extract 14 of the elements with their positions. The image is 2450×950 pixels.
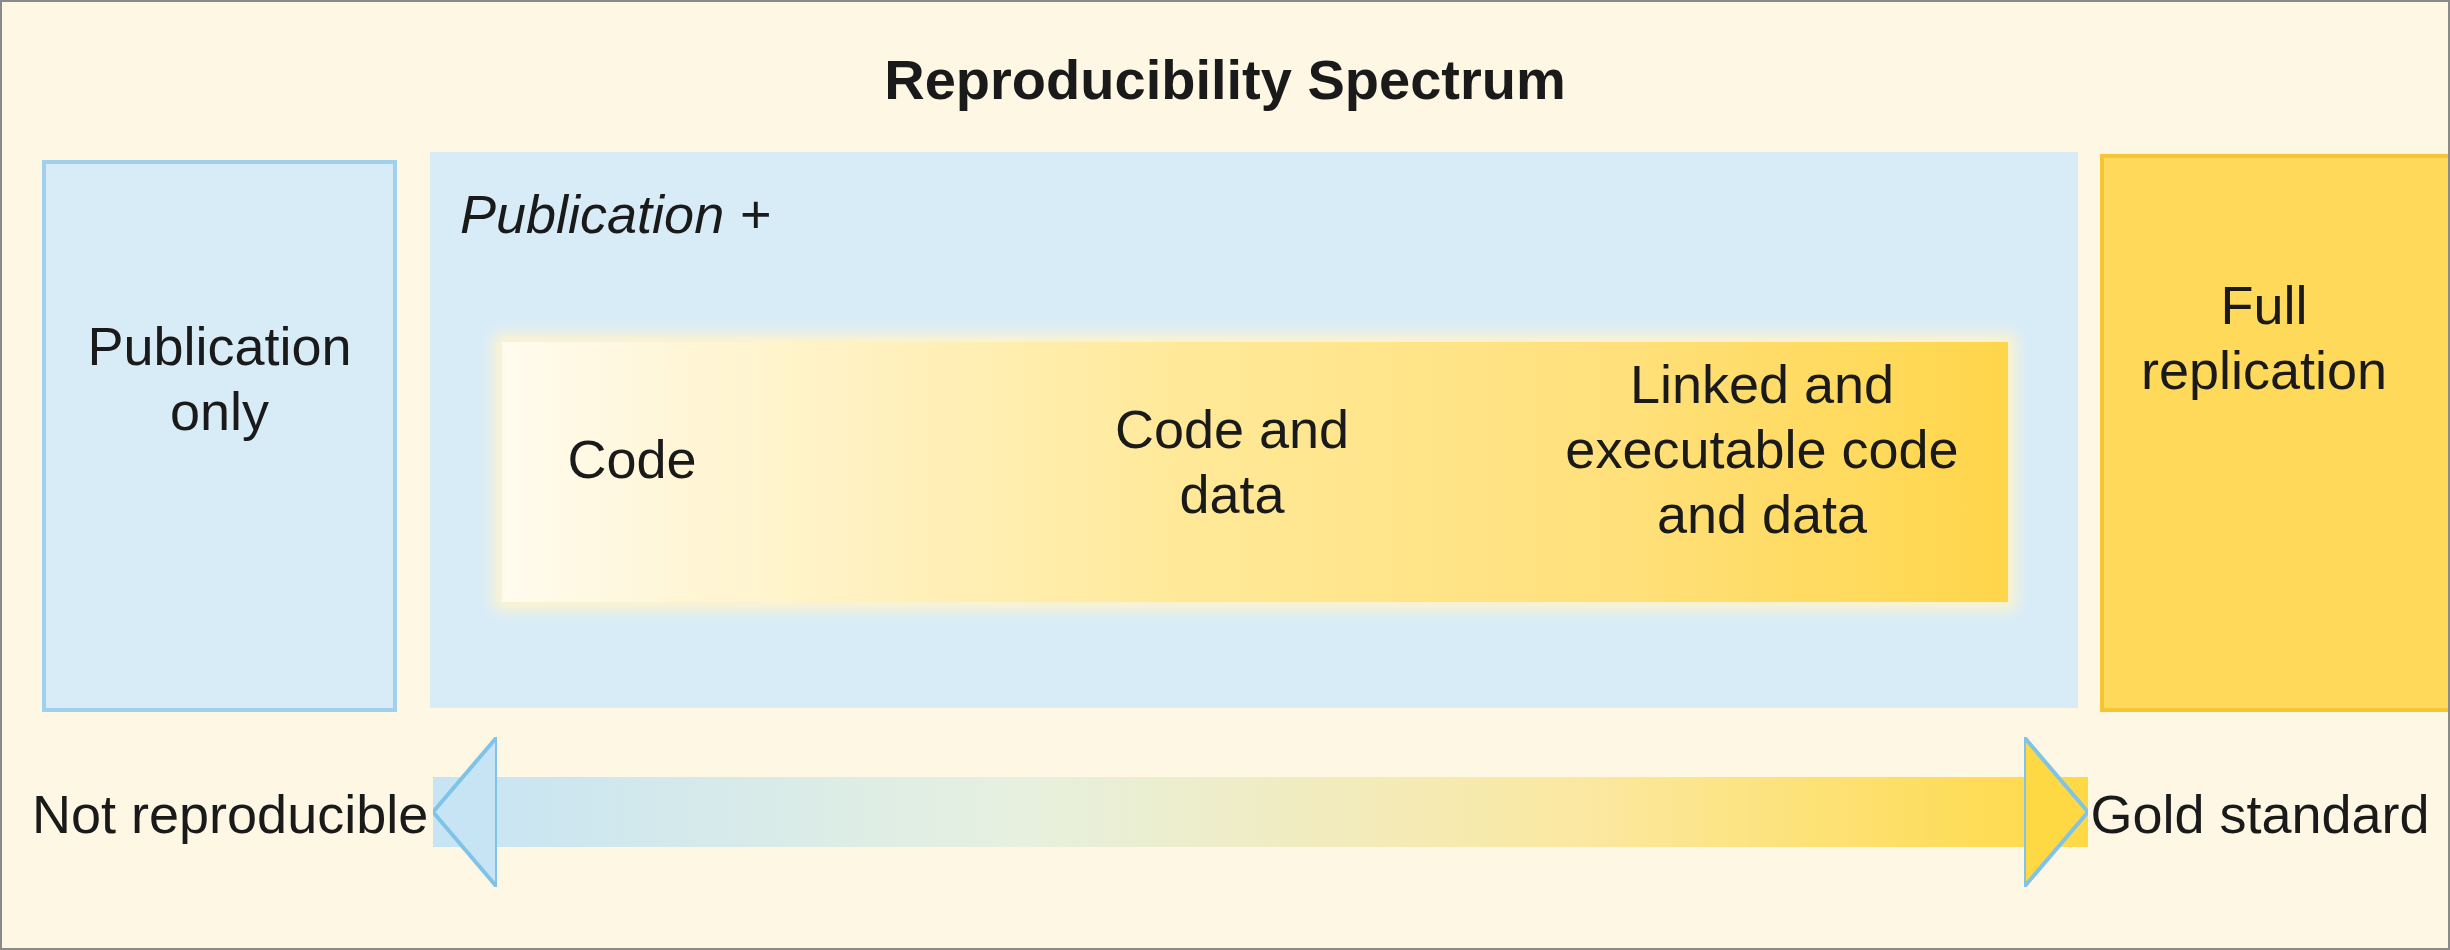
text-label: Publication only <box>86 315 353 443</box>
double-arrow <box>431 735 2090 889</box>
text-label: Code and data <box>1113 398 1351 526</box>
text-label: Not reproducible <box>32 783 427 846</box>
gradient-band <box>502 342 2008 602</box>
text-label: Gold standard <box>2090 783 2430 846</box>
text-label: Code <box>566 428 698 491</box>
category-box <box>42 160 397 712</box>
group-heading: Publication + <box>460 183 771 246</box>
text-label: Linked and executable code and data <box>1564 353 1960 546</box>
diagram-title: Reproducibility Spectrum <box>883 47 1567 112</box>
category-band <box>430 152 2078 708</box>
text-label: Full replication <box>2139 274 2389 402</box>
category-box <box>2100 154 2448 712</box>
